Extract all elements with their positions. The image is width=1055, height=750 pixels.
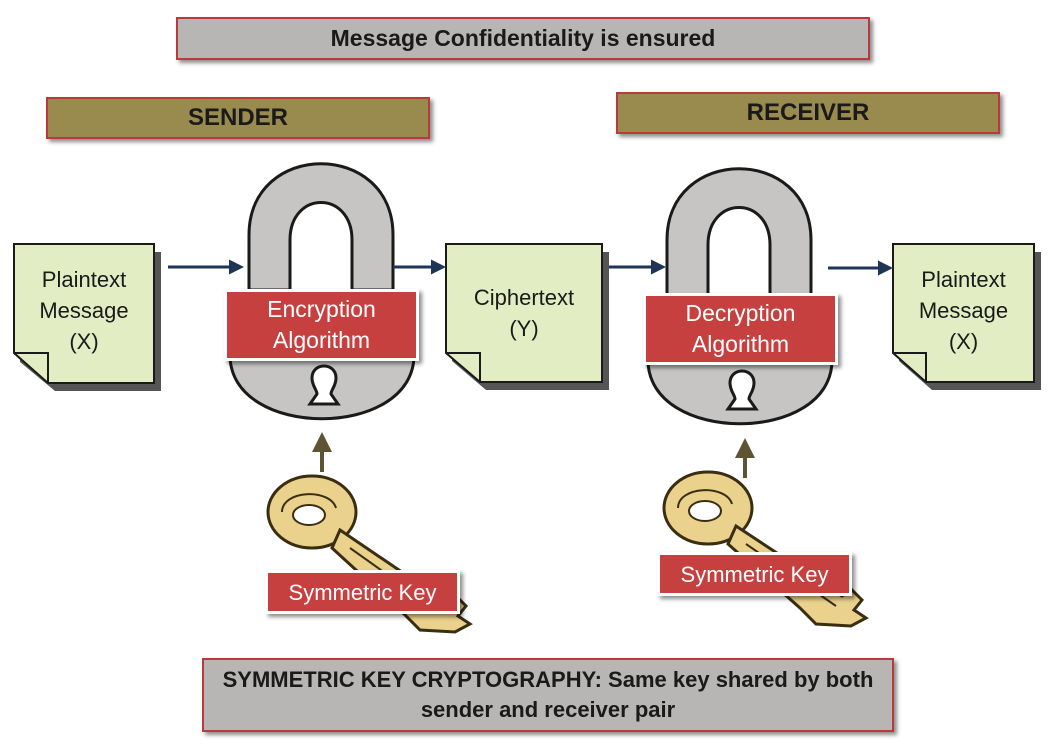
receiver-label: RECEIVER [746,99,870,126]
plaintext-input-document [13,243,161,391]
plaintext-output-line2: Message [918,297,1009,323]
sender-banner: SENDER [46,97,430,139]
footer-banner: SYMMETRIC KEY CRYPTOGRAPHY: Same key sha… [202,658,894,732]
decryption-line2: Algorithm [691,331,790,357]
encryption-line2: Algorithm [272,327,371,353]
sender-label: SENDER [187,104,289,131]
receiver-banner: RECEIVER [616,92,1000,134]
plaintext-input-line2: Message [39,297,129,323]
ciphertext-line1: Ciphertext [473,285,575,310]
footer-line1: SYMMETRIC KEY CRYPTOGRAPHY: Same key sha… [222,667,874,692]
receiver-key-icon [662,470,869,628]
receiver-key-text: Symmetric Key [680,561,829,587]
ciphertext-text: Ciphertext (Y) [446,280,602,346]
sender-symmetric-key-label: Symmetric Key [265,570,460,614]
plaintext-input-line3: (X) [69,328,99,354]
plaintext-input-line1: Plaintext [41,266,127,292]
ciphertext-line2: (Y) [509,316,539,341]
plaintext-output-line3: (X) [948,328,979,354]
plaintext-output-text: Plaintext Message (X) [893,262,1034,358]
receiver-symmetric-key-label: Symmetric Key [657,552,852,596]
decryption-line1: Decryption [685,300,796,326]
ciphertext-document [445,243,609,390]
plaintext-output-document [892,243,1041,390]
sender-key-text: Symmetric Key [288,579,437,605]
title-banner: Message Confidentiality is ensured [176,17,870,60]
decryption-algorithm-label: Decryption Algorithm [643,293,838,365]
encryption-line1: Encryption [267,296,376,322]
title-text: Message Confidentiality is ensured [330,25,716,51]
plaintext-input-text: Plaintext Message (X) [14,262,154,358]
footer-line2: sender and receiver pair [420,697,676,722]
plaintext-output-line1: Plaintext [921,266,1006,292]
encryption-algorithm-label: Encryption Algorithm [224,289,419,361]
